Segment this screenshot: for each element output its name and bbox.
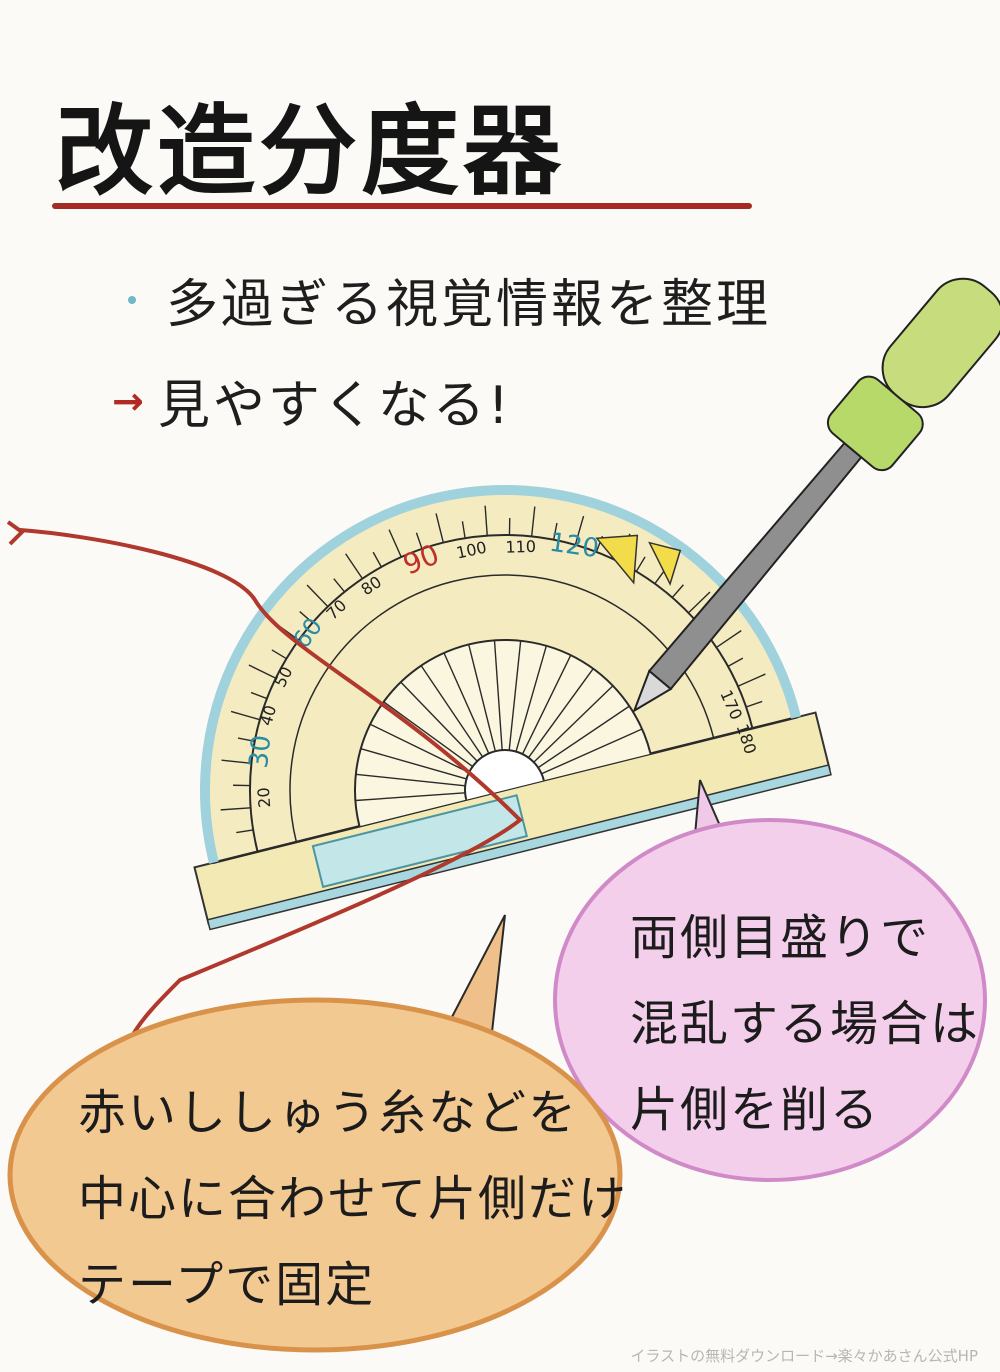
screwdriver (632, 277, 1000, 713)
pink-bubble-line: 両側目盛りで (630, 910, 931, 966)
protractor-spoke (383, 701, 474, 768)
scale-tick (372, 551, 382, 568)
scale-tick (574, 515, 585, 546)
protractor-spoke (468, 644, 497, 752)
protractor-spoke (360, 747, 467, 780)
bullet-text-2: 見やすくなる! (157, 376, 512, 436)
scale-label: 20 (254, 787, 274, 809)
protractor-spoke (537, 705, 630, 769)
protractor-spoke (541, 728, 643, 775)
scale-tick (727, 657, 744, 667)
protractor-spoke (533, 685, 614, 763)
orange-bubble-line: テープで固定 (78, 1257, 376, 1313)
scale-tick (333, 578, 346, 593)
scale-label: 110 (505, 537, 536, 557)
protractor-spoke (515, 645, 548, 752)
scale-tick (233, 784, 251, 787)
scale-tick (553, 522, 558, 540)
red-thread (18, 528, 523, 1042)
scale-tick (230, 710, 261, 721)
scale-tick (461, 521, 466, 539)
protractor-spoke (521, 654, 572, 755)
pink-bubble-line: 片側を削る (630, 1082, 881, 1138)
scale-tick (306, 584, 329, 608)
scale-tick (715, 630, 742, 649)
scale-label: 40 (256, 703, 280, 728)
protractor-spoke (443, 652, 490, 754)
protractor-spoke (527, 668, 594, 759)
scale-tick (530, 506, 536, 537)
scale-tick (248, 664, 277, 679)
bullet-item-1: 多過ぎる視覚情報を整理 (128, 262, 771, 337)
right-arrow-icon: → (112, 378, 144, 423)
page-title: 改造分度器 (55, 95, 566, 209)
scale-tick (236, 829, 254, 834)
scale-tick (228, 851, 258, 860)
title-underline (52, 203, 752, 209)
pink-bubble-text: 両側目盛りで 混乱する場合は 片側を削る (630, 895, 980, 1153)
scale-tick (221, 759, 252, 765)
scale-tick (635, 556, 646, 572)
scale-tick (415, 532, 423, 550)
scale-label: 120 (547, 528, 600, 565)
protractor: 20 30 40 50 60 70 80 90 100 110 120 170 … (193, 485, 832, 931)
protractor-spoke (420, 665, 484, 758)
bullet-dot-icon (128, 295, 136, 304)
protractor-spoke (369, 723, 470, 774)
scale-tick (435, 513, 444, 543)
orange-bubble-line: 中心に合わせて片側だけ (78, 1171, 629, 1227)
scale-tick (508, 518, 511, 536)
scale-tick (671, 584, 684, 598)
orange-bubble-line: 赤いししゅう糸などを (78, 1085, 579, 1141)
scale-tick (237, 737, 255, 742)
scale-tick (737, 673, 766, 687)
protractor-spoke (508, 640, 522, 751)
scale-tick (687, 591, 711, 614)
protractor-spoke (355, 773, 466, 787)
scale-tick (299, 611, 313, 624)
scale-tick (271, 649, 287, 660)
protractor-spoke (355, 792, 466, 802)
protractor-spoke (400, 681, 478, 762)
scale-tick (345, 553, 364, 580)
scale-label: 30 (244, 734, 277, 770)
blue-tape (311, 794, 529, 889)
scale-tick (250, 691, 268, 700)
scale-tick (388, 529, 402, 558)
bullet-text-1: 多過ぎる視覚情報を整理 (166, 275, 772, 335)
watermark: イラストの無料ダウンロード→楽々かあさん公式HP (630, 1347, 978, 1365)
pink-speech-bubble (553, 779, 987, 1182)
scale-tick (745, 700, 763, 708)
scale-tick (220, 807, 251, 811)
orange-bubble-text: 赤いししゅう糸などを 中心に合わせて片側だけ テープで固定 (78, 1070, 628, 1328)
protractor-spoke (493, 640, 503, 751)
pink-bubble-line: 混乱する場合は (630, 996, 981, 1052)
orange-speech-bubble (7, 914, 623, 1353)
scale-tick (484, 505, 488, 536)
scale-tick (752, 720, 782, 729)
bullet-item-2: → 見やすくなる! (112, 363, 512, 438)
